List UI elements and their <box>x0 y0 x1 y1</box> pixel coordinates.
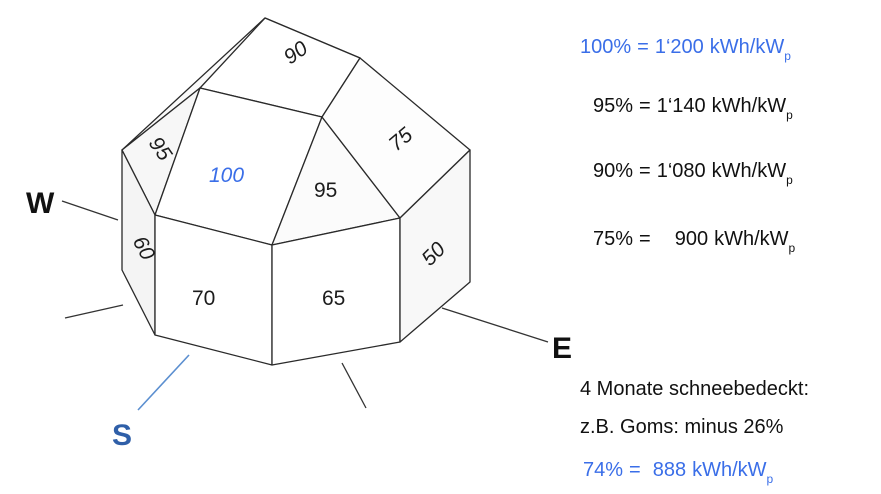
face-top-south-value: 100 <box>209 164 244 187</box>
south-direction-line <box>137 354 190 411</box>
west-direction-line <box>61 200 119 221</box>
snow-note-line1: 4 Monate schneebedeckt: <box>580 378 809 400</box>
legend-row-95: 95% = 1‘140 kWh/kWp <box>593 95 793 122</box>
face-upper-southeast-value: 95 <box>314 179 337 202</box>
legend-eq: = <box>639 95 651 117</box>
snow-note-line2: z.B. Goms: minus 26% <box>580 416 784 438</box>
legend-unit: kWh/kW <box>714 228 789 250</box>
legend-pct: 95% <box>593 95 633 117</box>
legend-row-100: 100% = 1‘200 kWh/kWp <box>580 36 791 63</box>
legend-unit: kWh/kW <box>712 95 787 117</box>
legend-unit-sub: p <box>784 49 791 63</box>
legend-unit: kWh/kW <box>710 36 785 58</box>
compass-south-label: S <box>112 419 132 452</box>
result-value: 888 <box>653 459 686 481</box>
legend-eq: = <box>637 36 649 58</box>
legend-eq: = <box>639 160 651 182</box>
southeast-direction-line <box>341 362 367 409</box>
legend-pct: 90% <box>593 160 633 182</box>
legend-value: 1‘140 <box>657 95 706 117</box>
result-unit: kWh/kW <box>692 459 767 481</box>
compass-east-label: E <box>552 332 572 365</box>
east-direction-line <box>441 307 549 343</box>
legend-value: 1‘080 <box>657 160 706 182</box>
face-east <box>399 149 471 343</box>
southwest-direction-line <box>64 304 124 319</box>
legend-value: 1‘200 <box>655 36 704 58</box>
compass-west-label: W <box>26 187 55 220</box>
legend-pct: 75% <box>593 228 633 250</box>
face-south-east-value: 65 <box>322 287 345 310</box>
legend-row-75: 75% = 900 kWh/kWp <box>593 228 796 255</box>
legend-pct: 100% <box>580 36 631 58</box>
result-eq: = <box>629 459 641 481</box>
legend-unit-sub: p <box>786 173 793 187</box>
legend-unit-sub: p <box>789 241 796 255</box>
result-unit-sub: p <box>767 472 774 486</box>
face-south-west-value: 70 <box>192 287 215 310</box>
legend-unit: kWh/kW <box>712 160 787 182</box>
result-pct: 74% <box>583 459 623 481</box>
legend-unit-sub: p <box>786 108 793 122</box>
snow-result-row: 74% = 888 kWh/kWp <box>583 459 774 486</box>
legend-eq: = <box>639 228 651 250</box>
legend-value: 900 <box>675 228 708 250</box>
legend-row-90: 90% = 1‘080 kWh/kWp <box>593 160 793 187</box>
